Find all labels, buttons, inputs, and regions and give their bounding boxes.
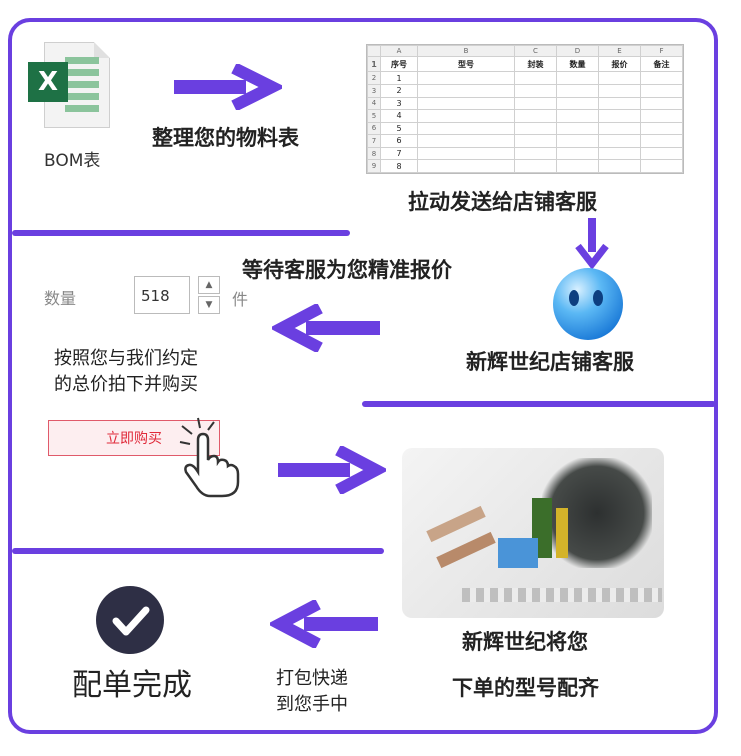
checkmark-icon xyxy=(96,586,164,654)
arrow-right-icon-2 xyxy=(278,446,386,494)
buy-now-button[interactable]: 立即购买 xyxy=(48,420,220,456)
customer-service-icon[interactable] xyxy=(553,268,623,340)
arrow-right-icon xyxy=(174,64,282,110)
service-name: 新辉世纪店铺客服 xyxy=(466,350,634,374)
arrow-left-icon-2 xyxy=(270,600,378,648)
instruction-line1: 按照您与我们约定 xyxy=(54,348,198,369)
components-bag-image xyxy=(402,448,664,618)
excel-letter: X xyxy=(28,62,68,102)
qty-decrement-button[interactable]: ▼ xyxy=(198,296,220,314)
instruction-line2: 的总价拍下并购买 xyxy=(54,374,198,395)
hand-pointer-icon xyxy=(179,417,240,498)
step5-caption-line2: 下单的型号配齐 xyxy=(452,676,599,700)
ship-line1: 打包快递 xyxy=(276,668,348,689)
bom-file-label: BOM表 xyxy=(44,151,101,171)
step5-caption-line1: 新辉世纪将您 xyxy=(462,630,588,654)
step2-caption: 拉动发送给店铺客服 xyxy=(408,190,597,214)
arrow-down-icon xyxy=(575,218,609,270)
done-label: 配单完成 xyxy=(72,668,192,703)
step1-caption: 整理您的物料表 xyxy=(152,126,299,150)
qty-label: 数量 xyxy=(44,289,77,308)
divider-2 xyxy=(362,401,716,407)
divider-1 xyxy=(12,230,350,236)
quantity-input[interactable]: 518 xyxy=(134,276,190,314)
step3-caption: 等待客服为您精准报价 xyxy=(242,258,452,282)
qty-increment-button[interactable]: ▲ xyxy=(198,276,220,294)
arrow-left-icon xyxy=(272,304,380,352)
ship-line2: 到您手中 xyxy=(276,694,348,715)
qty-unit: 件 xyxy=(232,290,249,309)
divider-3 xyxy=(12,548,384,554)
outer-frame xyxy=(8,18,718,734)
